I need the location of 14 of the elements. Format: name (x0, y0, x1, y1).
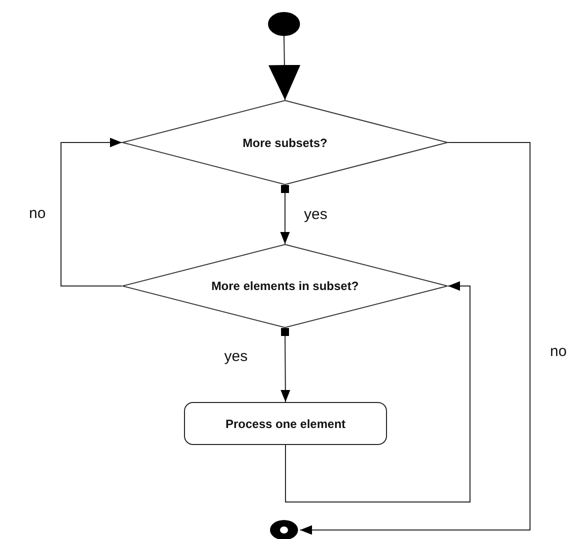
arrow (280, 328, 290, 402)
arrow (268, 36, 300, 100)
decision-label: More subsets? (242, 136, 328, 150)
arrow (285, 281, 470, 502)
process-label: Process one element (225, 416, 346, 430)
decision-diamond (122, 244, 448, 328)
process-box (184, 402, 387, 445)
end-node (268, 520, 300, 539)
decision-label: More elements in subset? (211, 279, 359, 293)
arrow (280, 184, 290, 244)
arrow (60, 138, 122, 286)
arrow (300, 142, 530, 535)
decision-diamond (122, 100, 448, 185)
start-node (268, 12, 300, 36)
